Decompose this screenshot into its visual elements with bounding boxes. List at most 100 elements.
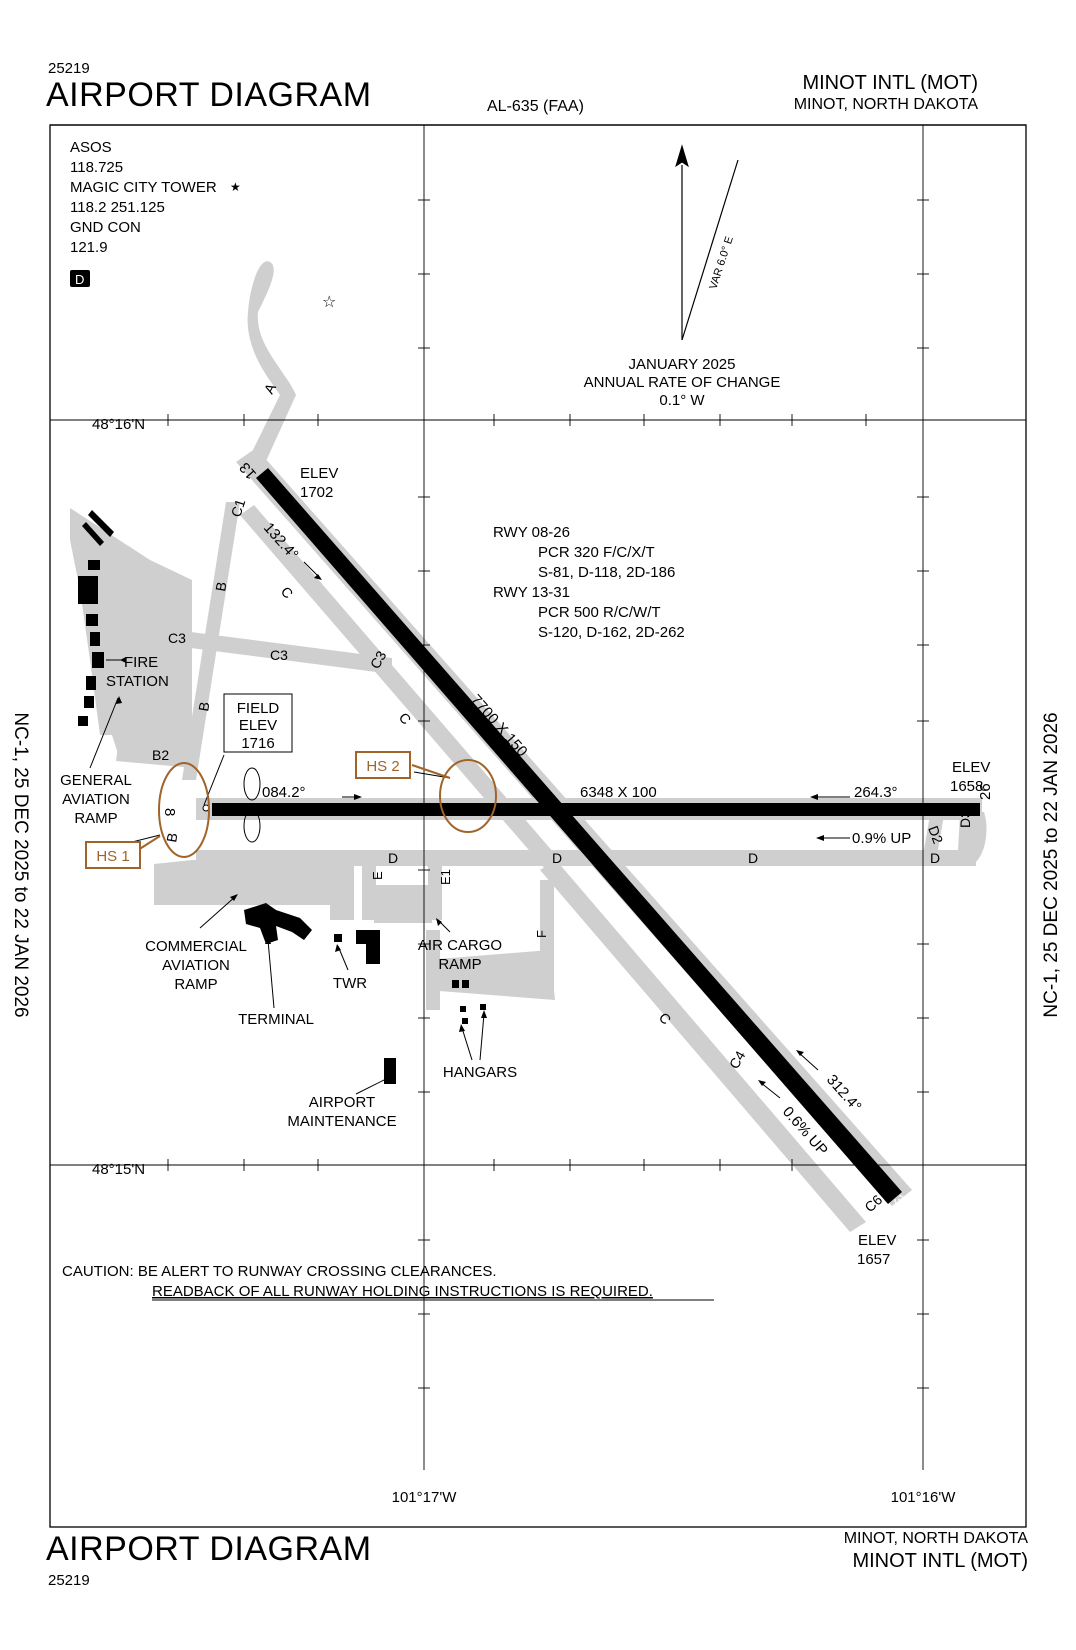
hs2-ellipse (439, 759, 497, 833)
lat-south-label: 48°15'N (92, 1161, 145, 1178)
twy-b-north: B (212, 581, 229, 593)
twy-b2: B2 (152, 747, 169, 763)
twy-c1: C1 (228, 497, 249, 519)
footer-airport-name: MINOT INTL (MOT) (852, 1550, 1028, 1572)
runway-13-31 (256, 468, 902, 1204)
footer-city: MINOT, NORTH DAKOTA (843, 1530, 1028, 1547)
rwy1-label: RWY 08-26 (493, 524, 570, 541)
elev-13-value: 1702 (300, 484, 333, 501)
buildings (78, 510, 486, 1084)
grid-ticks (70, 199, 929, 1389)
elev-31-label: ELEV (858, 1232, 896, 1249)
field-elev-value: 1716 (241, 735, 274, 752)
hotspots (137, 759, 497, 858)
hs1-label: HS 1 (96, 848, 129, 865)
ga-ramp-label-3: RAMP (74, 810, 117, 827)
twy-b-end: B (163, 832, 180, 844)
twr-building (334, 934, 342, 942)
caution-line-2: READBACK OF ALL RUNWAY HOLDING INSTRUCTI… (152, 1283, 653, 1300)
ca-ramp-label-3: RAMP (174, 976, 217, 993)
terminal-building (244, 903, 312, 944)
airport-name-top: MINOT INTL (MOT) (802, 72, 978, 94)
twy-c-north-1: C (278, 583, 297, 601)
hs2-label: HS 2 (366, 758, 399, 775)
page-title: AIRPORT DIAGRAM (46, 76, 372, 114)
field-elev-label-1: FIELD (237, 700, 280, 717)
terminal-label: TERMINAL (238, 1011, 314, 1028)
mag-rate: 0.1° W (659, 392, 705, 409)
commercial-ramp (154, 855, 354, 920)
twy-d2: D2 (925, 824, 946, 846)
arrowheads (116, 574, 824, 1086)
ga-ramp-label-1: GENERAL (60, 772, 132, 789)
rwy-08-26-dims: 6348 X 100 (580, 784, 657, 801)
twy-d-3: D (748, 850, 758, 866)
doc-number-top: 25219 (48, 60, 90, 77)
elev-26-label: ELEV (952, 759, 990, 776)
twy-e1: E1 (438, 869, 453, 885)
city-top: MINOT, NORTH DAKOTA (793, 96, 978, 113)
twr-label: TWR (333, 975, 367, 992)
lat-north-label: 48°16'N (92, 416, 145, 433)
elev-26-value: 1658 (950, 778, 983, 795)
hangar-5 (462, 1018, 468, 1024)
hangar-link (426, 930, 440, 1010)
taxiway-a-pavement (247, 261, 296, 395)
rwy1-weights: S-81, D-118, 2D-186 (538, 564, 675, 581)
hangar-2 (462, 980, 469, 988)
doc-code: AL-635 (FAA) (487, 98, 584, 115)
dvor-symbol-bg (70, 270, 90, 287)
cargo-building-1 (356, 930, 368, 944)
windcone-icon (243, 767, 261, 843)
twy-c3-east: C3 (367, 648, 390, 672)
grad-08-26: 0.9% UP (852, 830, 911, 847)
twy-d3: D3 (957, 810, 973, 828)
asos-label: ASOS (70, 139, 112, 156)
fire-station-label-2: STATION (106, 673, 169, 690)
twy-c3-west: C3 (168, 630, 186, 646)
hdg-08: 084.2° (262, 784, 306, 801)
elev-13-label: ELEV (300, 465, 338, 482)
footer-doc-number: 25219 (48, 1572, 90, 1589)
rwy2-label: RWY 13-31 (493, 584, 570, 601)
maintenance-label-1: AIRPORT (309, 1094, 375, 1111)
twy-d-1: D (388, 850, 398, 866)
lon-east-label: 101°16'W (891, 1489, 957, 1506)
rwy2-weights: S-120, D-162, 2D-262 (538, 624, 685, 641)
gnd-freq: 121.9 (70, 239, 108, 256)
taxiway-d2 (924, 815, 944, 850)
rwy1-pcr: PCR 320 F/C/X/T (538, 544, 655, 561)
ca-ramp-label-2: AVIATION (162, 957, 230, 974)
hangar-1 (452, 980, 459, 988)
asos-freq: 118.725 (70, 159, 123, 176)
field-elev-label-2: ELEV (239, 717, 277, 734)
general-ramp (70, 508, 192, 760)
cargo-ramp-label-1: AIR CARGO (418, 937, 502, 954)
caution-line-1: CAUTION: BE ALERT TO RUNWAY CROSSING CLE… (62, 1263, 497, 1280)
twy-d-2: D (552, 850, 562, 866)
maintenance-building (384, 1058, 396, 1084)
twy-e: E (370, 871, 385, 880)
tower-star-icon: ★ (230, 180, 241, 194)
hs1-box (85, 841, 141, 869)
twy-c3-mid: C3 (270, 647, 288, 663)
taxiway-e (362, 860, 376, 920)
twy-c4: C4 (726, 1048, 749, 1072)
beacon-icon: ☆ (322, 294, 336, 311)
ca-ramp-label-1: COMMERCIAL (145, 938, 247, 955)
hs1-ellipse (158, 762, 210, 858)
air-cargo-ramp (374, 885, 432, 923)
dvor-symbol: D (75, 272, 84, 287)
rwy-end-8: 8 (161, 808, 178, 816)
ga-buildings (78, 510, 114, 726)
tower-freq: 118.2 251.125 (70, 199, 165, 216)
gnd-label: GND CON (70, 219, 141, 236)
hdg-26: 264.3° (854, 784, 898, 801)
mag-date: JANUARY 2025 (628, 356, 735, 373)
maintenance-label-2: MAINTENANCE (287, 1113, 396, 1130)
twy-f: F (534, 930, 549, 938)
taxiway-d3 (958, 815, 974, 850)
taxiway-c3 (160, 628, 392, 674)
twy-b-south: B (195, 701, 212, 713)
